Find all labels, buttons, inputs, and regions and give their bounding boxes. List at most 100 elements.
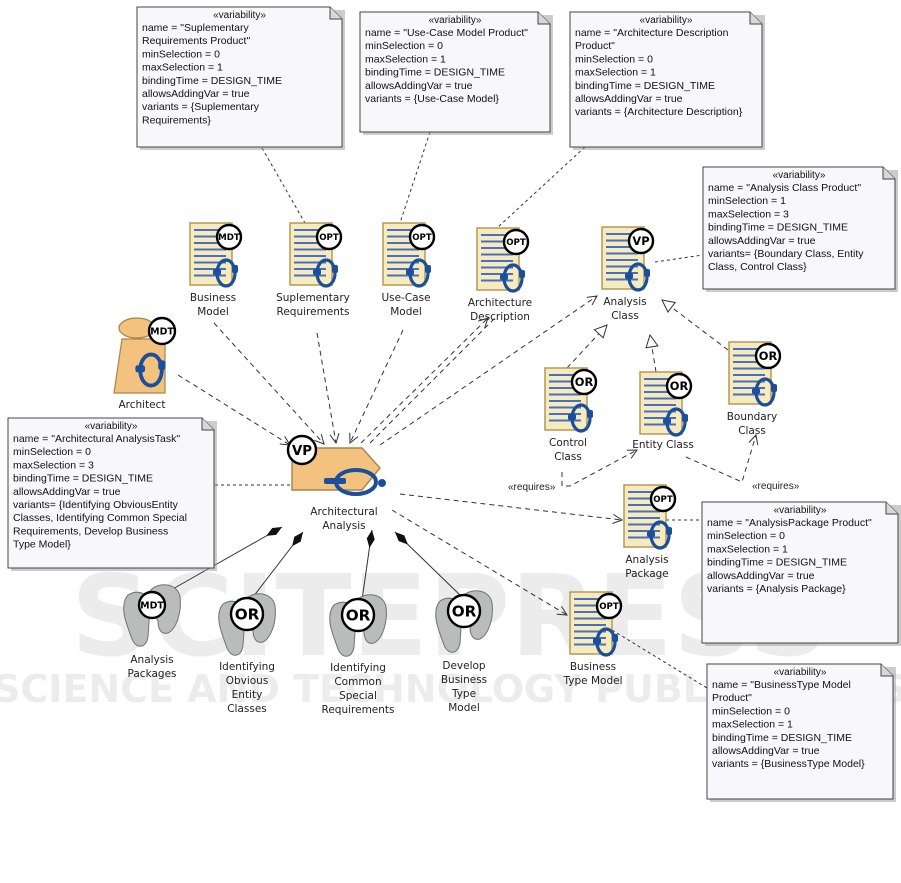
note-analysis-class[interactable]: «variability»name = "Analysis Class Prod… [702, 166, 898, 292]
node-label: Description [470, 311, 530, 323]
association-architecture-description-2 [369, 317, 496, 444]
node-label: Requirements [322, 704, 395, 716]
node-label: Class [554, 451, 582, 463]
node-label: Architecture [468, 297, 532, 309]
badge-text: OR [346, 606, 371, 624]
note-business-type-model[interactable]: «variability»name = "BusinessType ModelP… [706, 663, 896, 802]
composition-analysis-packages [170, 526, 283, 591]
variability-loop-icon [625, 262, 650, 292]
badge-or: OR [446, 593, 482, 629]
badge-circle [502, 228, 530, 256]
note-line: minSelection = 0 [707, 530, 785, 542]
note-suplementary[interactable]: «variability»name = "SuplementaryRequire… [136, 6, 345, 150]
nodes: MDTBusinessModelOPTSuplementaryRequireme… [113, 222, 782, 716]
badge-mdt: MDT [215, 223, 243, 251]
badge-circle [649, 485, 677, 513]
note-analysis-package[interactable]: «variability»name = "AnalysisPackage Pro… [701, 501, 901, 646]
badge-text: MDT [140, 600, 164, 611]
note-line: allowsAddingVar = true [708, 235, 816, 247]
node-label: Use-Case [381, 292, 430, 304]
badge-circle [147, 316, 177, 346]
association-business-type-model [391, 509, 567, 615]
note-line: Requirements Product" [142, 35, 250, 47]
badge-opt: OPT [502, 228, 530, 256]
note-line: allowsAddingVar = true [712, 745, 820, 757]
node-label: Requirements [277, 306, 350, 318]
note-line: bindingTime = DESIGN_TIME [575, 80, 715, 92]
association-use-case [350, 329, 404, 443]
composition-develop-business [394, 531, 463, 598]
badge-circle [137, 590, 167, 620]
note-connector [261, 147, 306, 224]
badge-circle [446, 593, 482, 629]
composition-identifying-common [361, 529, 375, 601]
badge-circle [315, 223, 343, 251]
node-label: Entity [232, 689, 263, 701]
node-label: Suplementary [276, 292, 350, 304]
composition-identifying-obvious [252, 531, 304, 598]
note-line: bindingTime = DESIGN_TIME [365, 67, 505, 79]
variability-loop-icon [593, 627, 618, 657]
note-line: Requirements, Develop Business [13, 525, 168, 537]
note-line: maxSelection = 1 [575, 67, 656, 79]
note-stereotype: «variability» [774, 505, 827, 516]
note-architecture-description[interactable]: «variability»name = "Architecture Descri… [569, 11, 765, 150]
note-line: name = "Architectural AnalysisTask" [13, 433, 180, 445]
note-architectural-analysis[interactable]: «variability»name = "Architectural Analy… [7, 417, 217, 571]
node-label: Type [451, 688, 476, 700]
note-stereotype: «variability» [774, 667, 827, 678]
note-line: name = "Suplementary [142, 22, 249, 34]
note-line: variants= {Boundary Class, Entity [708, 248, 864, 260]
badge-or: OR [229, 596, 265, 632]
note-use-case[interactable]: «variability»name = "Use-Case Model Prod… [359, 11, 553, 135]
association-business-model [213, 322, 324, 444]
note-line: allowsAddingVar = true [707, 570, 815, 582]
note-line: minSelection = 0 [712, 705, 790, 717]
requires-control-entity [561, 450, 637, 487]
badge-opt: OPT [595, 592, 623, 620]
node-label: Special [339, 690, 377, 702]
variability-loop-icon [406, 258, 431, 288]
note-line: maxSelection = 1 [142, 62, 223, 74]
badge-mdt: MDT [147, 316, 177, 346]
note-fold [537, 12, 550, 25]
badge-text: OR [452, 602, 477, 620]
generalization-entity-class [650, 335, 656, 373]
note-line: maxSelection = 3 [708, 208, 789, 220]
node-label: Identifying [330, 662, 386, 674]
badge-opt: OPT [649, 485, 677, 513]
node-label: Analysis [322, 520, 365, 532]
variability-loop-icon [313, 258, 338, 288]
note-line: maxSelection = 1 [707, 543, 788, 555]
badge-text: VP [632, 234, 649, 248]
note-body [7, 417, 215, 569]
note-line: maxSelection = 1 [365, 53, 446, 65]
note-stereotype: «variability» [640, 15, 693, 26]
note-body [702, 166, 896, 290]
variability-loop-icon [752, 377, 777, 407]
note-body [706, 663, 894, 800]
note-line: allowsAddingVar = true [365, 80, 473, 92]
badge-vp: VP [286, 434, 318, 466]
note-line: allowsAddingVar = true [575, 93, 683, 105]
note-line: variants = {Analysis Package} [707, 583, 846, 595]
badge-text: OR [575, 375, 594, 389]
note-line: variants = {Architecture Description} [575, 106, 743, 118]
node-label: Business [441, 674, 487, 686]
